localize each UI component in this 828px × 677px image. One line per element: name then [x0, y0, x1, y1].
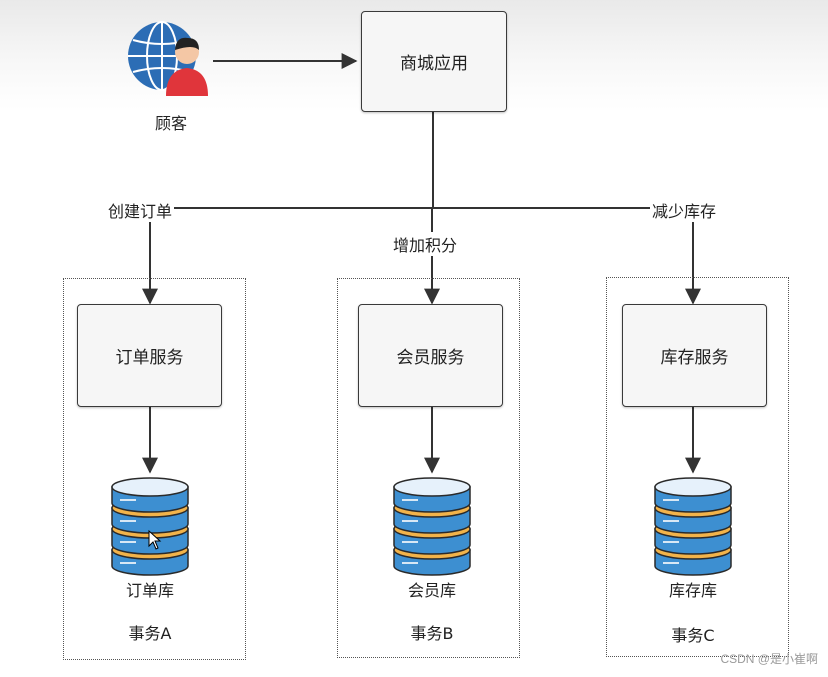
transaction-c-label: 事务C [671, 626, 715, 645]
customer-label: 顾客 [154, 114, 188, 133]
mall-app-label: 商城应用 [400, 54, 468, 74]
mouse-cursor-icon [148, 529, 162, 550]
member-service-label: 会员服务 [396, 348, 465, 368]
reduce-stock-label: 减少库存 [650, 198, 719, 222]
transaction-b-label: 事务B [410, 624, 454, 643]
stock-db-label: 库存库 [668, 581, 718, 600]
order-db-icon [111, 477, 189, 576]
order-db-label: 订单库 [125, 581, 175, 600]
user-globe-icon [128, 21, 208, 96]
stock-db-icon [654, 477, 732, 576]
transaction-group-order [63, 278, 246, 660]
add-points-label: 增加积分 [391, 232, 460, 256]
member-service-box[interactable]: 会员服务 [358, 304, 503, 407]
member-db-icon [393, 477, 471, 576]
member-db-label: 会员库 [407, 581, 457, 600]
stock-service-box[interactable]: 库存服务 [622, 304, 767, 407]
transaction-group-member [337, 278, 520, 658]
transaction-a-label: 事务A [128, 624, 172, 643]
order-service-box[interactable]: 订单服务 [77, 304, 222, 407]
create-order-label: 创建订单 [106, 198, 175, 222]
transaction-group-stock [606, 277, 789, 657]
stock-service-label: 库存服务 [660, 348, 729, 368]
csdn-watermark: CSDN @是小崔啊 [720, 652, 818, 666]
mall-app-box[interactable]: 商城应用 [361, 11, 507, 112]
order-service-label: 订单服务 [115, 348, 184, 368]
